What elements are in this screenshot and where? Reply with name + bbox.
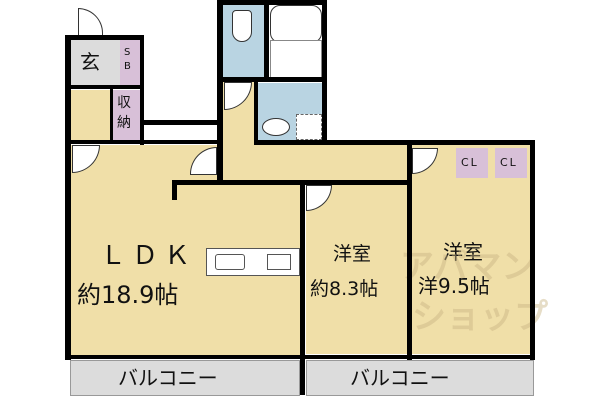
closet-2 [495,148,527,178]
western-room-2 [412,148,532,354]
balcony-2 [306,360,534,396]
wall [254,140,534,145]
wall [300,180,305,395]
entrance [70,40,120,85]
sink-icon [262,118,290,136]
shoe-box-label: SB [124,47,131,72]
shoe-box [120,40,140,85]
closet-1-label: CL [461,156,479,169]
wall [322,0,327,145]
wall [217,0,327,5]
kitchen-counter-icon [206,248,300,276]
stove-icon [267,254,291,270]
ldk-label: ＬＤＫ [100,241,197,271]
wall [70,85,142,89]
balcony-2-label: バルコニー [350,366,450,390]
closet-2-label: CL [500,156,518,169]
watermark-line1: アパマン [400,247,536,287]
wall [530,140,535,360]
wall [264,0,269,80]
wall [172,180,412,185]
wall [65,355,535,359]
storage [112,90,140,140]
ldk-size: 約18.9帖 [77,281,179,309]
storage-label: 収納 [117,95,131,131]
wall [110,88,113,140]
wall [140,35,144,145]
western-room-1-label: 洋室 [333,243,372,265]
toilet-icon [232,10,252,42]
kitchen-sink-icon [215,254,245,270]
wall [140,120,222,125]
balcony-1 [70,360,300,396]
watermark-line2: ショップ [412,297,548,337]
western-room-1-size: 約8.3帖 [310,278,379,300]
wall [70,140,220,144]
western-room-2-label: 洋室 [443,240,483,264]
bath-floor [270,40,322,78]
wall [172,180,177,200]
entry-door-icon [78,8,103,36]
wall [65,35,143,40]
western-room-2-size: 洋9.5帖 [418,274,490,298]
wall [254,82,258,144]
wall [217,0,223,180]
balcony-1-label: バルコニー [118,366,218,390]
western-room-1 [306,184,408,354]
bathtub-icon [270,5,322,43]
wall [65,35,71,360]
closet-1 [456,148,488,178]
hallway-entrance [70,90,110,140]
wall [222,77,324,82]
entrance-label: 玄 [80,50,100,74]
washer-space-icon [296,114,322,140]
wall [407,145,412,360]
